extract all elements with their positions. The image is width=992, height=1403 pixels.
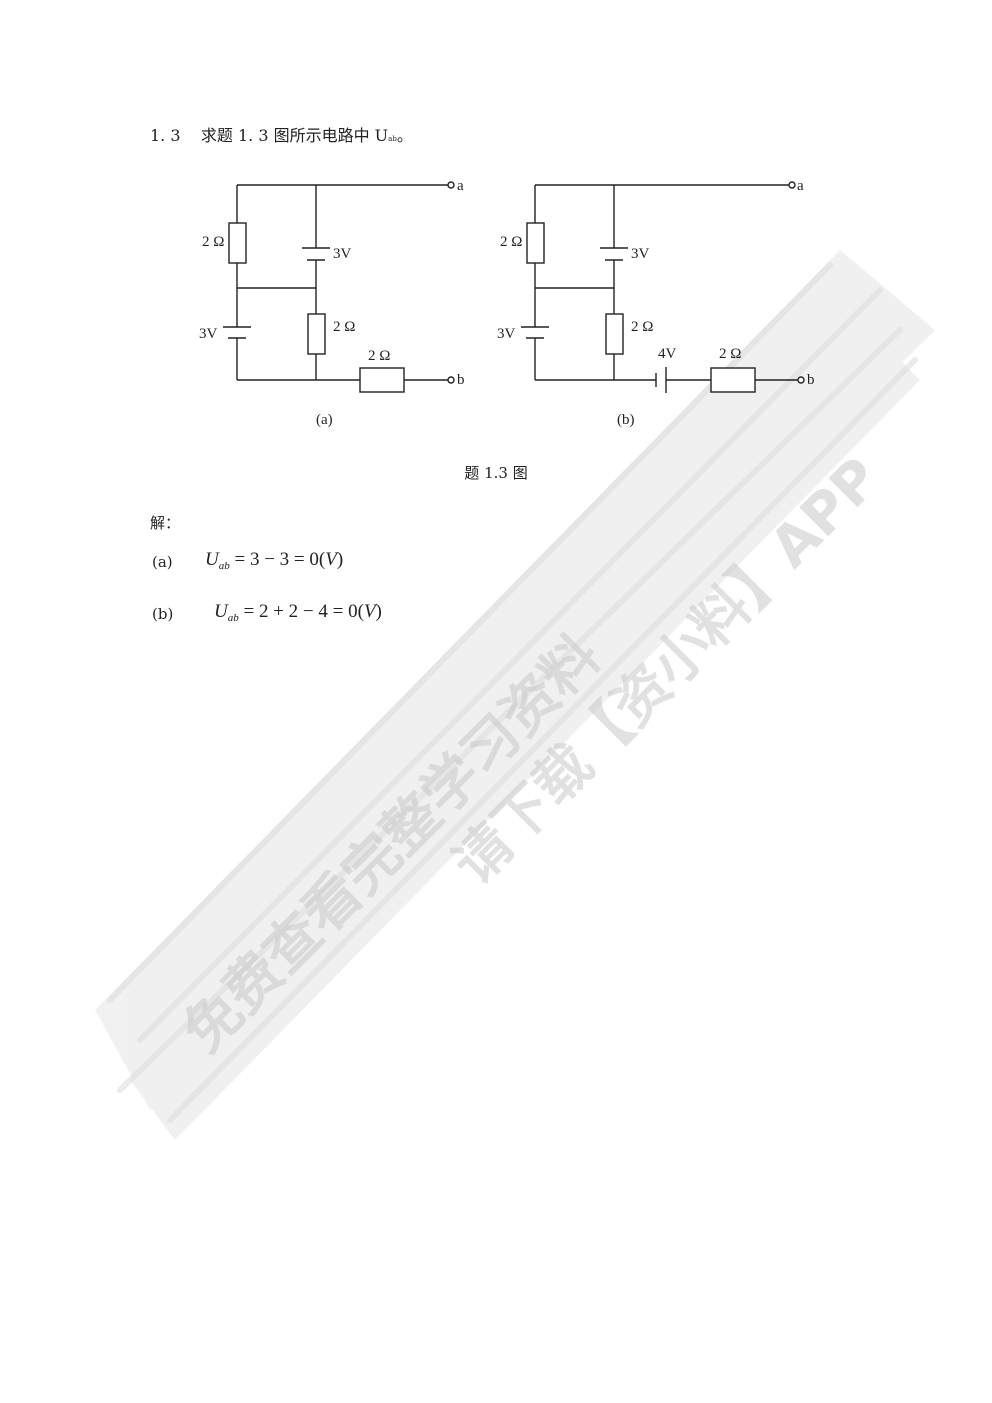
label-a-term-b: b [457,372,465,388]
resistor-b-bottom [710,367,756,393]
label-b-r-mid: 2 Ω [631,319,654,335]
label-a-r-mid: 2 Ω [333,319,356,335]
label-a-caption: (a) [316,412,333,428]
terminal-b-b [797,376,805,384]
resistor-b-mid [605,313,624,355]
label-b-r-bottom: 2 Ω [719,346,742,362]
label-a-r-bottom: 2 Ω [368,348,391,364]
label-b-v-left: 3V [497,326,516,342]
solution-a-expr: = 3 − 3 = 0( [229,549,326,570]
figure-caption: 题 1.3 图 [464,464,528,482]
terminal-a-b [447,376,455,384]
solution-b-equation: Uab = 2 + 2 − 4 = 0(V) [214,601,382,624]
solution-a-var: U [205,549,219,570]
problem-subscript: ab [388,135,397,143]
circuit-a [223,181,455,393]
label-b-v-bottom: 4V [658,346,677,362]
resistor-a-left [228,222,247,264]
resistor-b-left [526,222,545,264]
solution-b-var: U [214,601,228,622]
label-a-term-a: a [457,178,464,194]
solution-b-tag: (b) [152,605,174,623]
problem-statement: 1. 3 求题 1. 3 图所示电路中 Uab。 [150,122,413,146]
solution-b-close: ) [375,601,382,622]
terminal-a-a [447,181,455,189]
resistor-a-mid [307,313,326,355]
solution-a-close: ) [336,549,344,570]
solution-b-unit: V [363,601,376,622]
solution-b-expr: = 2 + 2 − 4 = 0( [238,601,364,622]
resistor-a-bottom [359,367,405,393]
circuit-diagrams [223,181,805,393]
problem-end: 。 [396,126,413,145]
label-b-term-a: a [797,178,804,194]
solution-a-unit: V [325,549,337,570]
label-b-term-b: b [807,372,815,388]
problem-number: 1. 3 [150,126,181,145]
label-b-r-left: 2 Ω [500,234,523,250]
solution-b-sub: ab [227,612,239,624]
label-b-caption: (b) [617,412,635,428]
solution-a-sub: ab [218,560,230,572]
solution-heading: 解： [150,514,181,532]
circuit-b [521,181,805,393]
label-a-r-left: 2 Ω [202,234,225,250]
solution-a-equation: Uab = 3 − 3 = 0(V) [205,549,344,572]
label-a-v-left: 3V [199,326,218,342]
solution-a-tag: (a) [152,553,173,571]
problem-text: 求题 1. 3 图所示电路中 U [200,126,389,145]
label-b-v-top: 3V [631,246,650,262]
terminal-b-a [788,181,796,189]
label-a-v-top: 3V [333,246,352,262]
